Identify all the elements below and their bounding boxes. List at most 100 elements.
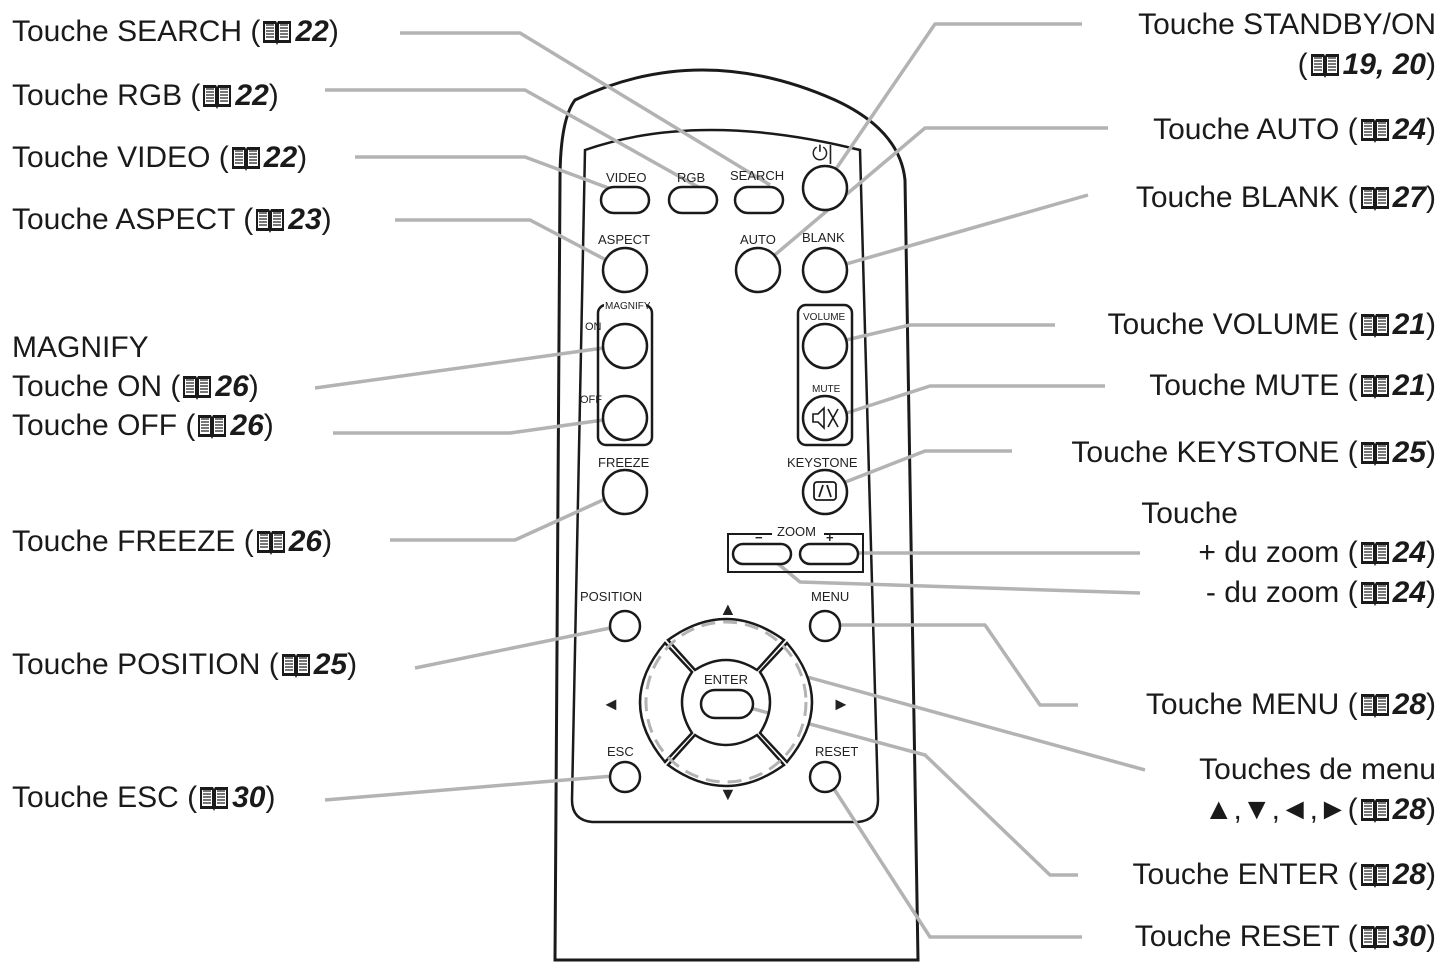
callout-freeze-page-ref: 26 [288, 525, 323, 558]
callout-auto-suffix: ) [1426, 113, 1436, 146]
callout-on: Touche ON (26) [12, 367, 259, 407]
book-icon [1360, 864, 1389, 888]
leader-search [400, 31, 771, 187]
book-icon [1360, 582, 1389, 606]
zoom-plus-button[interactable] [798, 542, 860, 566]
magnify-off-button[interactable] [601, 394, 649, 442]
callout-auto-text: Touche AUTO ( [1153, 113, 1358, 146]
book-icon [1310, 54, 1339, 78]
callout-menu-arrows-text: ▲,▼,◄,►( [1203, 793, 1358, 826]
book-icon [1360, 119, 1389, 143]
label-magnify: MAGNIFY [605, 301, 651, 312]
power-icon: ⏻| [812, 143, 833, 165]
callout-blank-page-ref: 27 [1392, 181, 1426, 214]
arrow-down-icon: ▼ [719, 784, 737, 804]
callout-standby-ref: (19, 20) [1298, 45, 1436, 85]
leader-on [314, 343, 626, 390]
callout-menu-page-ref: 28 [1392, 688, 1426, 721]
dpad-left-button[interactable] [638, 641, 694, 764]
freeze-button[interactable] [601, 468, 649, 516]
label-blank: BLANK [802, 230, 845, 245]
zoom-label-bg [772, 526, 824, 540]
video-button[interactable] [599, 185, 651, 215]
arrow-left-icon: ◄ [602, 694, 620, 714]
callout-search-text: Touche SEARCH ( [12, 15, 261, 48]
callout-enter-suffix: ) [1426, 858, 1436, 891]
label-search: SEARCH [730, 168, 784, 183]
callout-on-page-ref: 26 [215, 370, 249, 403]
leader-freeze [390, 488, 626, 542]
leader-rgb [325, 88, 701, 190]
leader-volume [824, 323, 1055, 347]
aspect-button[interactable] [601, 246, 649, 294]
callout-mute-page-ref: 21 [1392, 369, 1426, 402]
callout-aspect-suffix: ) [321, 203, 332, 236]
reset-button[interactable] [808, 760, 842, 794]
keystone-button[interactable] [801, 468, 849, 516]
callout-magnify-title: MAGNIFY [12, 328, 149, 368]
auto-button[interactable] [734, 246, 782, 294]
callout-blank-suffix: ) [1426, 181, 1436, 214]
callout-zoom-minus-page-ref: 24 [1392, 576, 1426, 609]
callout-zoom-plus-text: + du zoom ( [1198, 536, 1358, 569]
rgb-button[interactable] [667, 185, 719, 215]
callout-search-page-ref: 22 [295, 15, 329, 48]
label-freeze: FREEZE [598, 455, 650, 470]
callout-zoom-plus: + du zoom (24) [1198, 533, 1436, 573]
callout-standby-text: Touche STANDBY/ON [1138, 8, 1436, 41]
dpad-down-button[interactable] [666, 733, 786, 788]
label-zoom-plus: + [826, 530, 834, 545]
mute-button[interactable] [801, 394, 849, 442]
volume-button[interactable] [801, 322, 849, 370]
label-volume: VOLUME [803, 312, 846, 323]
callout-off-suffix: ) [263, 409, 274, 442]
enter-button[interactable] [699, 688, 755, 720]
arrow-right-icon: ► [832, 694, 850, 714]
callout-enter-page-ref: 28 [1392, 858, 1426, 891]
label-mute: MUTE [812, 384, 841, 395]
position-button[interactable] [608, 609, 642, 643]
book-icon [281, 654, 310, 678]
standby-on-button[interactable] [801, 164, 849, 212]
book-icon [256, 209, 285, 233]
callout-blank: Touche BLANK ( 27) [1136, 178, 1436, 218]
remote-face-panel [570, 128, 880, 824]
callout-aspect-text: Touche ASPECT ( [12, 203, 254, 236]
callout-esc-text: Touche ESC ( [12, 781, 198, 814]
callout-menu-arrows-suffix: ) [1426, 793, 1436, 826]
callout-zoom-title: Touche [1141, 494, 1238, 534]
blank-button[interactable] [801, 246, 849, 294]
callout-auto: Touche AUTO (24) [1153, 110, 1436, 150]
callout-volume: Touche VOLUME (21) [1108, 305, 1436, 345]
leader-video [355, 155, 631, 198]
book-icon [1360, 442, 1389, 466]
callout-on-text: Touche ON ( [12, 370, 181, 403]
label-keystone: KEYSTONE [787, 455, 858, 470]
leader-enter [727, 700, 1078, 877]
callout-position-text: Touche POSITION ( [12, 648, 279, 681]
callout-reset-suffix: ) [1426, 920, 1436, 953]
keystone-icon [813, 481, 837, 501]
label-on: ON [585, 321, 602, 333]
search-button[interactable] [733, 185, 785, 215]
dpad-up-button[interactable] [666, 617, 786, 672]
callout-video-page-ref: 22 [263, 141, 298, 174]
zoom-minus-button[interactable] [731, 542, 793, 566]
callout-menu-text: Touche MENU ( [1145, 688, 1358, 721]
callout-menu-keys-text: Touches de menu [1199, 753, 1436, 786]
book-icon [1360, 375, 1389, 399]
callout-video: Touche VIDEO (22) [12, 138, 307, 178]
book-icon [203, 85, 232, 109]
label-esc: ESC [607, 744, 634, 759]
callout-volume-text: Touche VOLUME ( [1107, 308, 1358, 341]
magnify-on-button[interactable] [601, 322, 649, 370]
callout-position: Touche POSITION (25) [12, 645, 357, 685]
callout-reset-text: Touche RESET ( [1134, 920, 1358, 953]
callout-blank-text: Touche BLANK ( [1135, 181, 1358, 214]
leader-esc [324, 773, 626, 802]
menu-button[interactable] [808, 609, 842, 643]
esc-button[interactable] [608, 760, 642, 794]
callout-position-page-ref: 25 [313, 648, 348, 681]
label-position: POSITION [580, 589, 642, 604]
